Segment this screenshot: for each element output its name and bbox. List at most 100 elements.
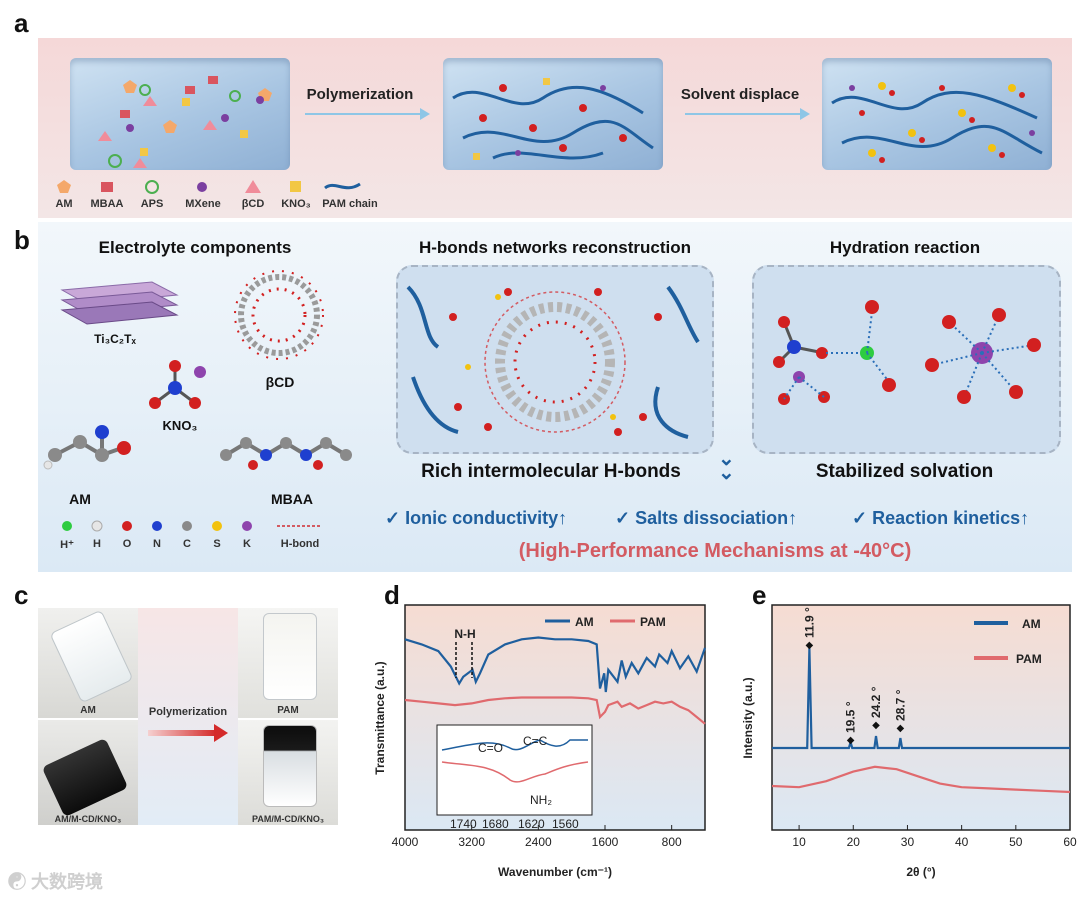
kno3-legend-icon <box>290 181 301 192</box>
inset-pam-curve <box>441 761 589 783</box>
watermark: ☯ 大数跨境 <box>8 868 103 894</box>
hbond-legend-label: H-bond <box>280 538 320 550</box>
atom-legend-symbols <box>62 520 320 532</box>
inset-label-cc: C=C <box>523 734 548 748</box>
legend-label-bcd: βCD <box>241 198 265 210</box>
polymer-chains <box>452 78 654 160</box>
gel-solvent-displaced <box>822 58 1052 170</box>
red-arrowhead-icon <box>214 724 228 742</box>
up-arrow-icon: ↑ <box>1020 508 1030 528</box>
arrow-background <box>138 608 238 825</box>
inset-am-curve <box>441 739 588 751</box>
peak-label: 19.5 ° <box>844 701 858 733</box>
atom-label-hplus: H⁺ <box>60 539 74 551</box>
bcd-legend-icon <box>245 180 261 193</box>
ftir-series-group <box>404 636 707 725</box>
mbaa-legend-icon <box>101 182 113 192</box>
photo-pam-mcd-vial <box>238 720 338 825</box>
gel-monomer-mixture <box>70 58 290 170</box>
ftir-x-axis-label: Wavenumber (cm⁻¹) <box>498 865 612 879</box>
legend-label-mxene: MXene <box>185 198 221 210</box>
benefit-salts-dissociation: ✓ Salts dissociation↑ <box>615 508 797 529</box>
mbaa-label: MBAA <box>271 491 313 507</box>
red-right-arrow-icon <box>148 730 216 736</box>
ftir-series-pam <box>404 696 706 725</box>
polymerization-arrowhead <box>420 108 430 120</box>
hydration-illustration <box>773 300 1041 405</box>
displace-arrow <box>685 113 805 115</box>
xrd-legend-pam: PAM <box>1016 652 1042 666</box>
stabilized-solvation-caption: Stabilized solvation <box>815 461 994 482</box>
h-atom-icon <box>91 520 103 532</box>
xrd-x-tick-label: 60 <box>1063 835 1077 849</box>
mechanism-caption: (High-Performance Mechanisms at -40°C) <box>518 540 912 562</box>
xrd-x-tick-label: 50 <box>1009 835 1023 849</box>
k-atom-icon <box>242 521 252 531</box>
peak-label: 28.7 ° <box>893 689 907 721</box>
atom-label-k: K <box>243 538 251 550</box>
inset-tick-4: 1560 <box>552 817 579 831</box>
photo-am-vial <box>38 608 138 718</box>
polymerization-step-label: Polymerization <box>306 86 414 103</box>
ftir-legend-pam: PAM <box>640 615 666 629</box>
panel-letter-c: c <box>14 580 29 610</box>
ti3c2tx-label: Ti₃C₂Tₓ <box>94 332 136 346</box>
inset-tick-3: 1620 <box>518 817 545 831</box>
am-label: AM <box>69 491 91 507</box>
panel-a-legend: AM MBAA APS MXene βCD KNO₃ PAM chain <box>50 178 410 218</box>
rich-hbonds-caption: Rich intermolecular H-bonds <box>421 461 681 482</box>
n-atom-icon <box>152 521 162 531</box>
peak-label: 24.2 ° <box>869 686 883 718</box>
panel-letter-d: d <box>384 580 400 610</box>
solvent-displace-step-label: Solvent displace <box>680 86 800 103</box>
displace-arrowhead <box>800 108 810 120</box>
legend-label-am: AM <box>55 198 73 210</box>
inset-label-co: C=O <box>478 741 503 755</box>
benefit-text: Reaction kinetics <box>872 508 1021 528</box>
panel-letter-a: a <box>14 8 29 38</box>
ftir-x-tick-label: 800 <box>662 835 682 849</box>
up-arrow-icon: ↑ <box>788 508 798 528</box>
xrd-legend-am: AM <box>1022 617 1041 631</box>
xrd-series-group <box>771 647 1071 794</box>
xrd-x-tick-label: 30 <box>901 835 915 849</box>
hbond-network-illustration <box>406 285 700 439</box>
atom-label-n: N <box>153 538 161 550</box>
legend-label-pam-chain: PAM chain <box>322 198 378 210</box>
peak-diamond-icon: ◆ <box>872 720 880 731</box>
c-atom-icon <box>182 521 192 531</box>
benefit-reaction-kinetics: ✓ Reaction kinetics↑ <box>852 508 1029 529</box>
am-molecule <box>43 425 131 470</box>
atom-label-c: C <box>183 538 191 550</box>
xrd-peak-labels: ◆11.9 °◆19.5 °◆24.2 °◆28.7 ° <box>802 607 907 746</box>
kno3-molecule <box>149 360 206 409</box>
am-legend-icon <box>57 180 71 193</box>
kno3-label: KNO₃ <box>162 418 198 433</box>
xrd-y-axis-label: Intensity (a.u.) <box>741 677 755 758</box>
xrd-x-axis-label: 2θ (°) <box>906 865 935 879</box>
atom-label-s: S <box>213 538 221 550</box>
legend-label-mbaa: MBAA <box>90 198 124 210</box>
beta-cd-molecule <box>234 270 324 360</box>
atom-label-h: H <box>93 538 101 550</box>
displaced-network <box>831 82 1043 163</box>
inset-tick-1: 1740 <box>450 817 477 831</box>
peak-diamond-icon: ◆ <box>806 640 814 651</box>
electrolyte-components-title: Electrolyte components <box>98 238 292 257</box>
up-arrow-icon: ↑ <box>558 508 568 528</box>
ftir-x-tick-label: 2400 <box>525 835 552 849</box>
legend-symbols <box>57 180 361 194</box>
hydration-reaction-title: Hydration reaction <box>829 238 981 257</box>
legend-label-kno3: KNO₃ <box>281 198 311 210</box>
peak-label: 11.9 ° <box>802 607 816 638</box>
legend-label-aps: APS <box>140 198 164 210</box>
watermark-logo-icon: ☯ <box>8 872 32 892</box>
hbond-network-box <box>396 265 714 454</box>
inset-tick-2: 1680 <box>482 817 509 831</box>
panel-letter-e: e <box>752 580 767 610</box>
o-atom-icon <box>122 521 132 531</box>
peak-diamond-icon: ◆ <box>897 723 905 734</box>
